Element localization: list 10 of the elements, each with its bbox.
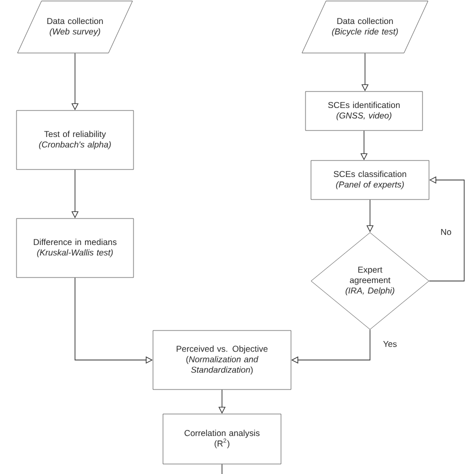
- process-box: SCEs classification (Panel of experts): [310, 160, 430, 200]
- process-box: SCEs identification (GNSS, video): [305, 91, 423, 131]
- input-parallelogram: Data collection (Bicycle ride test): [302, 0, 428, 54]
- process-box: Difference in medians (Kruskal-Wallis test): [16, 218, 134, 278]
- process-box: Test of reliability (Cronbach's alpha): [16, 110, 134, 170]
- process-box: Correlation analysis (R$^{2}$): [162, 414, 282, 464]
- process-box: Perceived vs. Objective (Normalization and Standardization): [152, 330, 292, 390]
- edge-label: No: [440, 228, 452, 236]
- edge-label: Yes: [382, 340, 398, 348]
- input-parallelogram: Data collection (Web survey): [17, 0, 133, 54]
